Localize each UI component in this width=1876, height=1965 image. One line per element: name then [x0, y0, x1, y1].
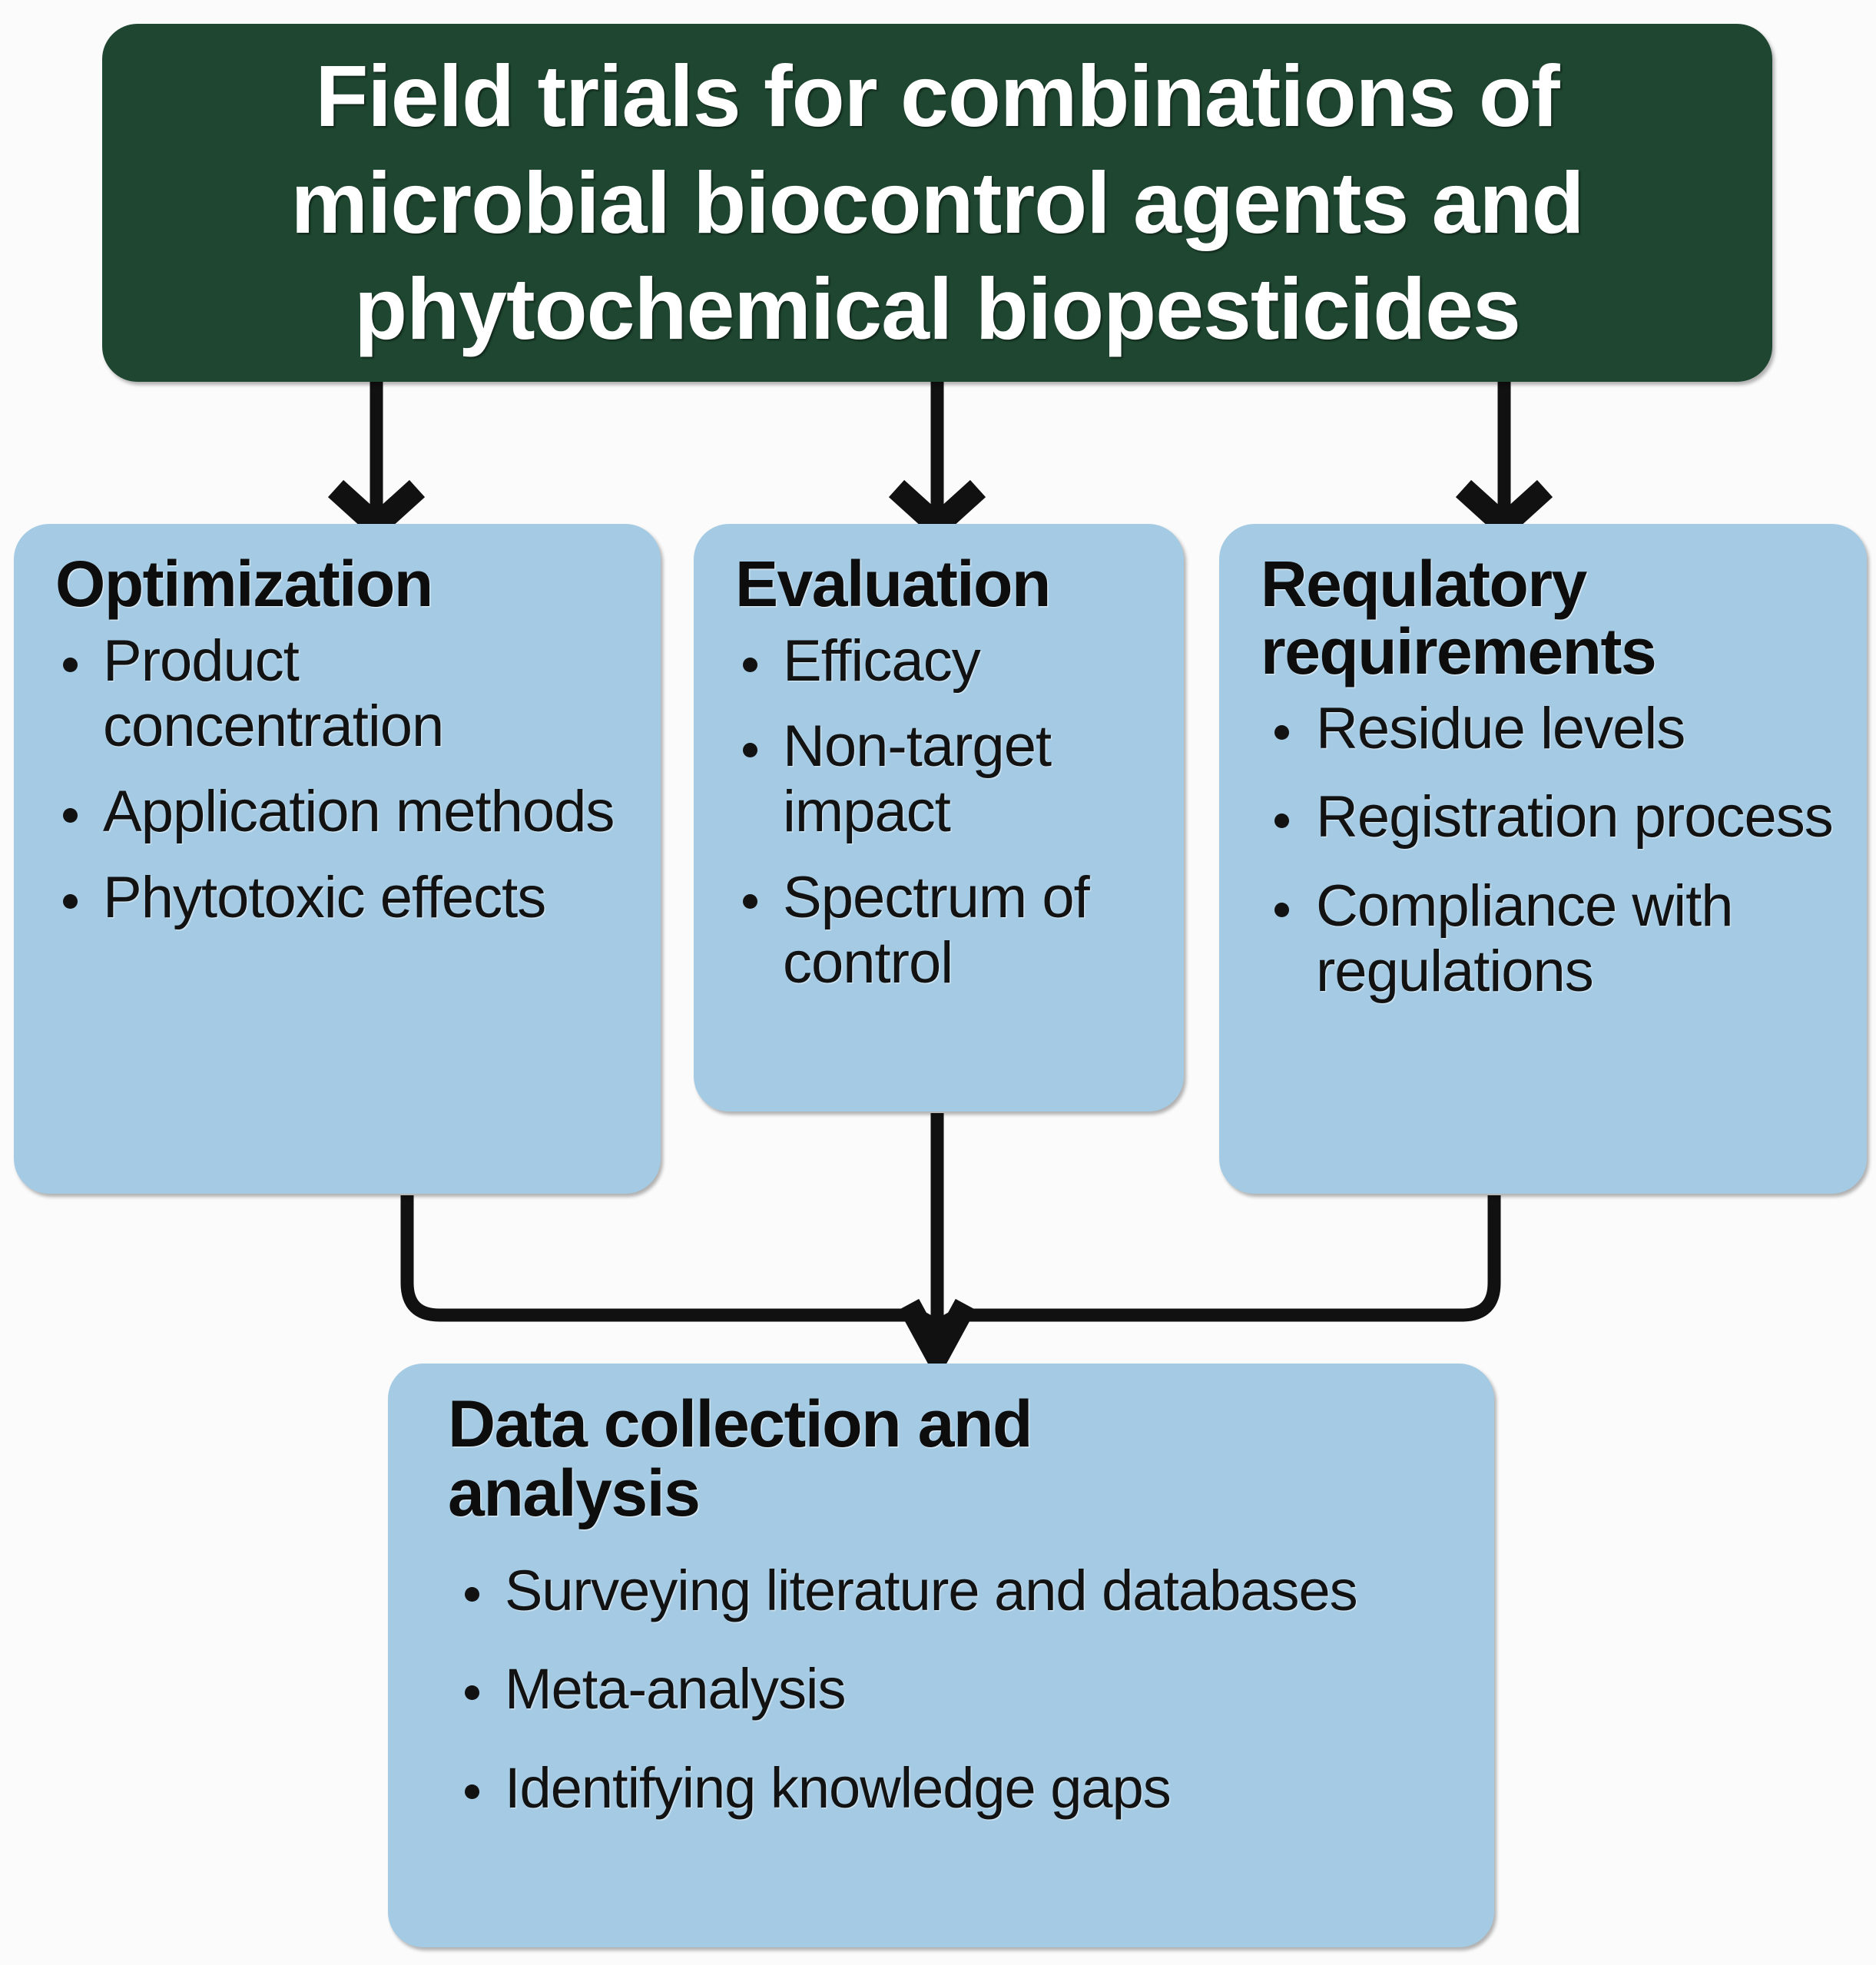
node-regulatory-heading: Requlatory requirements [1242, 548, 1844, 688]
title-line-3: phytochemical biopesticides [354, 260, 1521, 358]
arrowhead-data-collection [898, 1298, 976, 1381]
node-data-collection-heading: Data collection and analysis [411, 1390, 1471, 1529]
node-regulatory: Requlatory requirements Residue levels R… [1219, 524, 1867, 1194]
title-line-1: Field trials for combinations of [315, 47, 1559, 144]
list-item: Spectrum of control [717, 865, 1161, 996]
node-evaluation: Evaluation Efficacy Non-target impact Sp… [694, 524, 1184, 1112]
node-data-collection-heading-line-2: analysis [448, 1456, 701, 1531]
arrowhead-regulatory [1455, 479, 1553, 542]
node-evaluation-bullet-list: Efficacy Non-target impact Spectrum of c… [717, 628, 1161, 996]
node-data-collection-bullet-list: Surveying literature and databases Meta-… [411, 1559, 1471, 1821]
list-item: Registration process [1242, 784, 1844, 850]
list-item: Efficacy [717, 628, 1161, 694]
list-item: Compliance with regulations [1242, 873, 1844, 1004]
list-item: Identifying knowledge gaps [411, 1756, 1471, 1821]
arrowhead-evaluation [888, 479, 986, 542]
node-optimization: Optimization Product concentration Appli… [14, 524, 661, 1194]
connector-optimization-to-data [400, 1195, 944, 1344]
page-title: Field trials for combinations of microbi… [290, 43, 1584, 363]
node-optimization-bullet-list: Product concentration Application method… [37, 628, 638, 930]
header-node: Field trials for combinations of microbi… [102, 24, 1772, 382]
list-item: Application methods [37, 779, 638, 844]
node-data-collection-heading-line-1: Data collection and [448, 1387, 1033, 1461]
connector-regulatory-to-data [930, 1195, 1501, 1344]
title-line-2: microbial biocontrol agents and [290, 154, 1584, 251]
list-item: Surveying literature and databases [411, 1559, 1471, 1623]
node-evaluation-heading: Evaluation [735, 548, 1051, 620]
node-regulatory-bullet-list: Residue levels Registration process Comp… [1242, 696, 1844, 1004]
list-item: Residue levels [1242, 696, 1844, 761]
node-regulatory-heading-line-1: Requlatory [1261, 548, 1587, 620]
list-item: Meta-analysis [411, 1658, 1471, 1721]
list-item: Phytotoxic effects [37, 865, 638, 930]
node-optimization-heading: Optimization [55, 548, 433, 620]
arrowhead-optimization [327, 479, 426, 542]
list-item: Non-target impact [717, 714, 1161, 844]
list-item: Product concentration [37, 628, 638, 759]
node-regulatory-heading-line-2: requirements [1261, 615, 1657, 688]
node-data-collection: Data collection and analysis Surveying l… [388, 1364, 1494, 1947]
